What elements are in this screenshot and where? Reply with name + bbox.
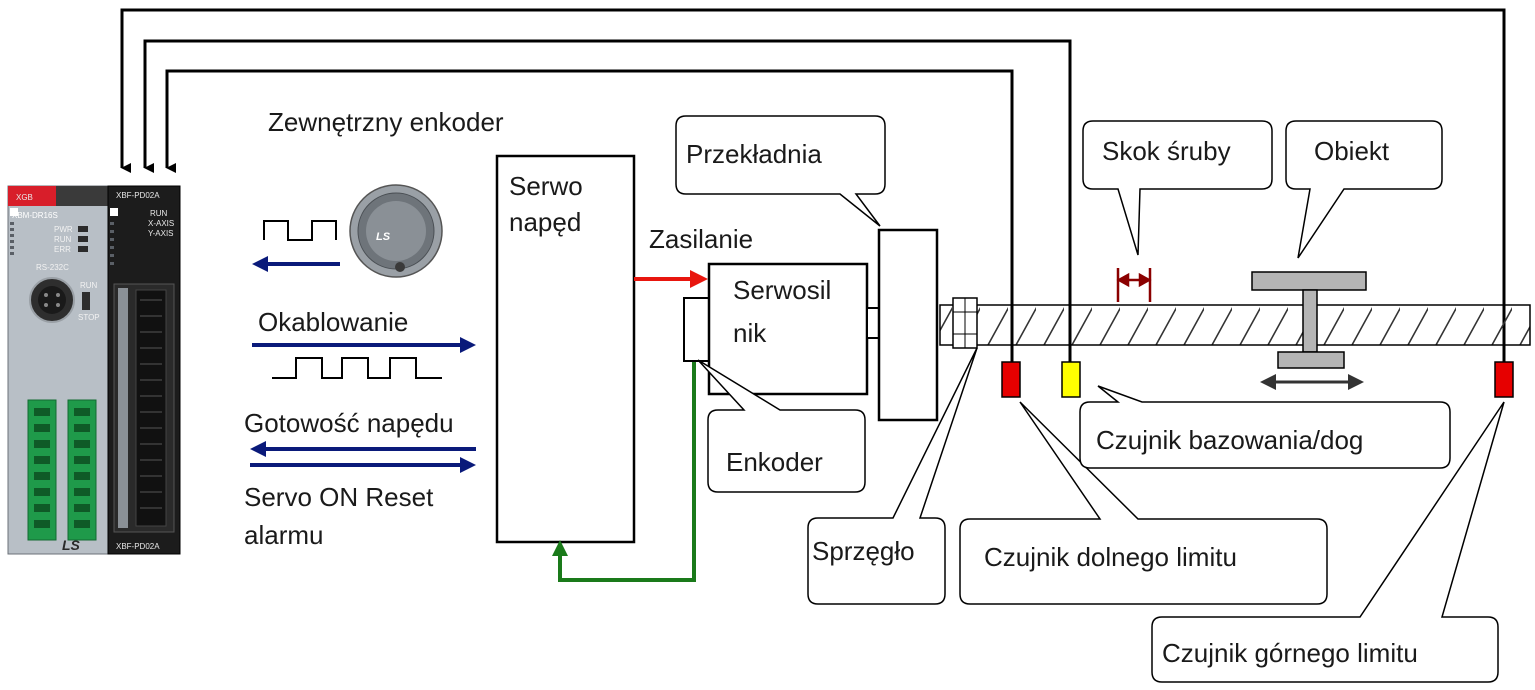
- ball-screw: [940, 305, 1530, 345]
- module-led-x: X-AXIS: [148, 219, 174, 228]
- servo-on-arrow: [250, 457, 476, 473]
- external-encoder-label: Zewnętrzny enkoder: [268, 107, 504, 137]
- led-err-label: ERR: [54, 245, 71, 254]
- led-pwr-label: PWR: [54, 225, 73, 234]
- servo-on-label-line1: Servo ON Reset: [244, 482, 434, 512]
- power-arrow: [634, 270, 708, 288]
- drive-ready-label: Gotowość napędu: [244, 408, 454, 438]
- power-label: Zasilanie: [649, 224, 753, 254]
- encoder-ls-logo: LS: [376, 231, 391, 243]
- coupling: [953, 298, 977, 348]
- plc-port-label: RS-232C: [36, 263, 69, 272]
- gearbox-label: Przekładnia: [686, 139, 822, 169]
- wiring-label: Okablowanie: [258, 307, 408, 337]
- slot-number-2: [110, 208, 118, 216]
- servo-motor-label-line1: Serwosil: [733, 275, 831, 305]
- screw-pitch-callout: Skok śruby: [1083, 121, 1272, 255]
- drive-ready-arrow: [250, 441, 476, 457]
- module-led-y: Y-AXIS: [148, 229, 174, 238]
- rs232-port: [30, 278, 74, 322]
- servo-drive-label-line1: Serwo: [509, 171, 583, 201]
- home-dog-label: Czujnik bazowania/dog: [1096, 425, 1363, 455]
- encoder-pulse-train: [264, 221, 336, 240]
- module-footer: XBF-PD02A: [116, 542, 160, 551]
- module-model: XBF-PD02A: [116, 191, 160, 200]
- upper-limit-sensor: [1495, 362, 1513, 397]
- encoder-label: Enkoder: [726, 447, 823, 477]
- manual-pulse-generator: LS: [350, 185, 442, 277]
- run-stop-switch: [82, 292, 90, 310]
- command-pulse-train: [272, 358, 442, 378]
- servo-on-label-line2: alarmu: [244, 520, 323, 550]
- gearbox-callout: Przekładnia: [676, 116, 885, 226]
- switch-stop-label: STOP: [78, 313, 100, 322]
- lower-limit-sensor: [1002, 362, 1020, 397]
- led-run-label: RUN: [54, 235, 72, 244]
- servo-drive-label-line2: napęd: [509, 207, 581, 237]
- plc-cpu-module: XGB XBM-DR16S PWR RUN ERR RS-232C RUN: [8, 186, 108, 554]
- object-label: Obiekt: [1314, 136, 1390, 166]
- switch-run-label: RUN: [80, 281, 98, 290]
- pulse-command-arrow: [252, 337, 476, 353]
- plc-cpu-model: XBM-DR16S: [12, 211, 58, 220]
- lower-limit-label: Czujnik dolnego limitu: [984, 542, 1237, 572]
- plc-brand: XGB: [16, 193, 33, 202]
- upper-limit-label: Czujnik górnego limitu: [1162, 638, 1418, 668]
- screw-pitch-label: Skok śruby: [1102, 136, 1231, 166]
- motor-encoder-body: [684, 298, 710, 361]
- slot-number-1: [10, 208, 18, 216]
- plc-positioning-module: XBF-PD02A RUN X-AXIS Y-AXIS: [108, 186, 180, 554]
- home-dog-callout: Czujnik bazowania/dog: [1080, 386, 1450, 468]
- module-led-run: RUN: [150, 209, 168, 218]
- encoder-signal-arrow: [252, 256, 340, 272]
- object-motion-arrow: [1260, 374, 1364, 390]
- gearbox-box: [879, 230, 937, 420]
- object-callout: Obiekt: [1286, 121, 1442, 258]
- module-io-connector: [114, 284, 174, 532]
- home-dog-sensor: [1062, 362, 1080, 397]
- plc-ls-logo: LS: [62, 537, 81, 553]
- servo-motor-label-line2: nik: [733, 318, 767, 348]
- coupling-label: Sprzęgło: [812, 536, 915, 566]
- screw-pitch-marker: [1118, 268, 1150, 302]
- plc-unit: XGB XBM-DR16S PWR RUN ERR RS-232C RUN: [8, 186, 180, 554]
